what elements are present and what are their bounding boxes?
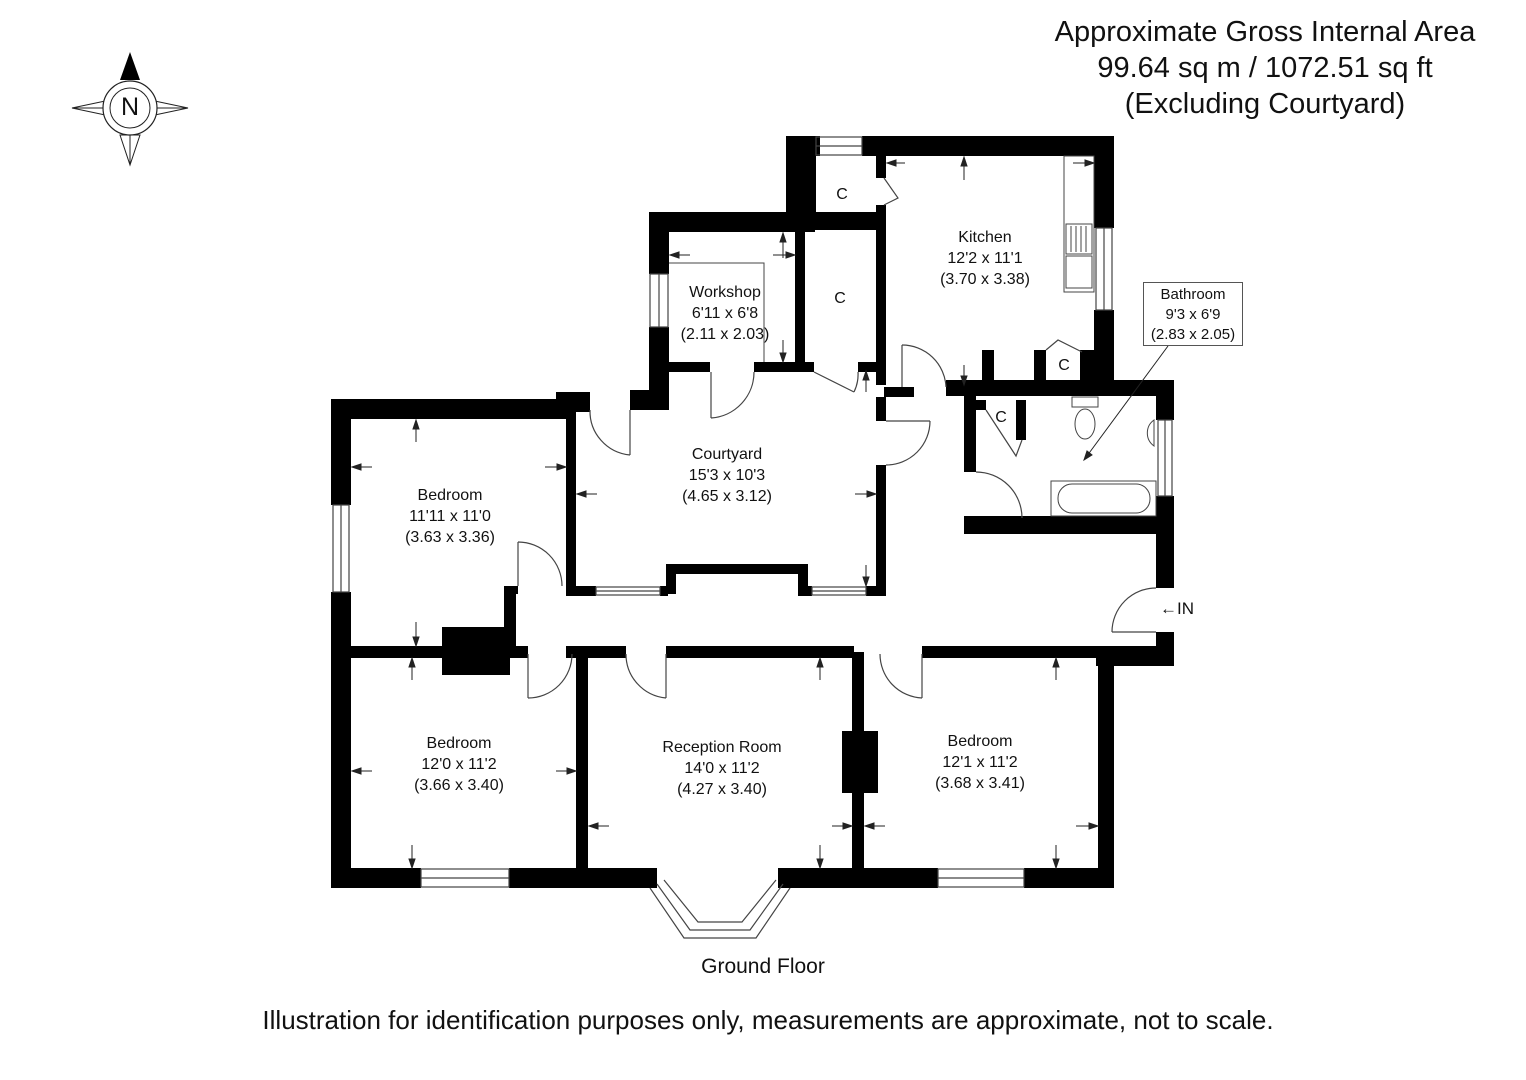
room-name: Bathroom [1160, 286, 1226, 303]
north-compass-icon: N [70, 50, 190, 170]
room-imperial: 11'11 x 11'0 [409, 508, 491, 525]
room-metric: (3.68 x 3.41) [935, 775, 1025, 792]
entrance-label: IN [1177, 599, 1194, 618]
room-name: Bedroom [426, 735, 492, 752]
room-name: Bedroom [417, 487, 483, 504]
room-metric: (4.65 x 3.12) [682, 488, 772, 505]
room-bedroom-sw: Bedroom 12'0 x 11'2 (3.66 x 3.40) [414, 733, 504, 796]
area-note: (Excluding Courtyard) [1124, 88, 1406, 120]
cupboard-label: C [836, 186, 848, 203]
room-metric: (2.83 x 2.05) [1150, 326, 1236, 343]
compass-north-label: N [120, 93, 140, 121]
room-metric: (3.70 x 3.38) [940, 271, 1030, 288]
room-bedroom-nw: Bedroom 11'11 x 11'0 (3.63 x 3.36) [405, 485, 495, 548]
room-imperial: 15'3 x 10'3 [688, 467, 766, 484]
room-name: Reception Room [662, 739, 782, 756]
fixtures [669, 155, 1157, 517]
dimension-arrows [350, 155, 1169, 870]
arrow-left-icon: ← [1160, 599, 1177, 618]
cupboard-label: C [995, 409, 1007, 426]
room-workshop: Workshop 6'11 x 6'8 (2.11 x 2.03) [681, 282, 770, 345]
entrance-marker: ←IN [1160, 599, 1194, 619]
room-courtyard: Courtyard 15'3 x 10'3 (4.65 x 3.12) [682, 444, 772, 507]
room-imperial: 12'2 x 11'1 [947, 250, 1023, 267]
cupboard-label: C [1058, 357, 1070, 374]
room-kitchen: Kitchen 12'2 x 11'1 (3.70 x 3.38) [940, 227, 1030, 290]
floor-title: Ground Floor [701, 955, 825, 978]
room-imperial: 12'1 x 11'2 [942, 754, 1018, 771]
room-imperial: 14'0 x 11'2 [684, 760, 760, 777]
walls [331, 136, 1174, 888]
room-imperial: 9'3 x 6'9 [1165, 306, 1221, 323]
room-imperial: 6'11 x 6'8 [691, 305, 759, 322]
room-name: Courtyard [691, 446, 763, 463]
room-name: Bedroom [947, 733, 1013, 750]
area-value: 99.64 sq m / 1072.51 sq ft [1097, 52, 1433, 84]
room-metric: (3.63 x 3.36) [405, 529, 495, 546]
room-metric: (4.27 x 3.40) [677, 781, 767, 798]
room-reception: Reception Room 14'0 x 11'2 (4.27 x 3.40) [662, 737, 781, 800]
room-bathroom-callout: Bathroom 9'3 x 6'9 (2.83 x 2.05) [1143, 282, 1243, 346]
room-name: Workshop [689, 284, 761, 301]
room-bedroom-se: Bedroom 12'1 x 11'2 (3.68 x 3.41) [935, 731, 1025, 794]
room-imperial: 12'0 x 11'2 [421, 756, 497, 773]
room-name: Kitchen [958, 229, 1012, 246]
cupboard-label: C [834, 290, 846, 307]
disclaimer: Illustration for identification purposes… [262, 1005, 1274, 1035]
doors [517, 177, 1157, 699]
windows [332, 136, 1173, 939]
gross-internal-area: Approximate Gross Internal Area 99.64 sq… [1010, 14, 1520, 122]
area-title: Approximate Gross Internal Area [1054, 16, 1476, 48]
room-metric: (2.11 x 2.03) [680, 326, 770, 343]
room-metric: (3.66 x 3.40) [414, 777, 504, 794]
